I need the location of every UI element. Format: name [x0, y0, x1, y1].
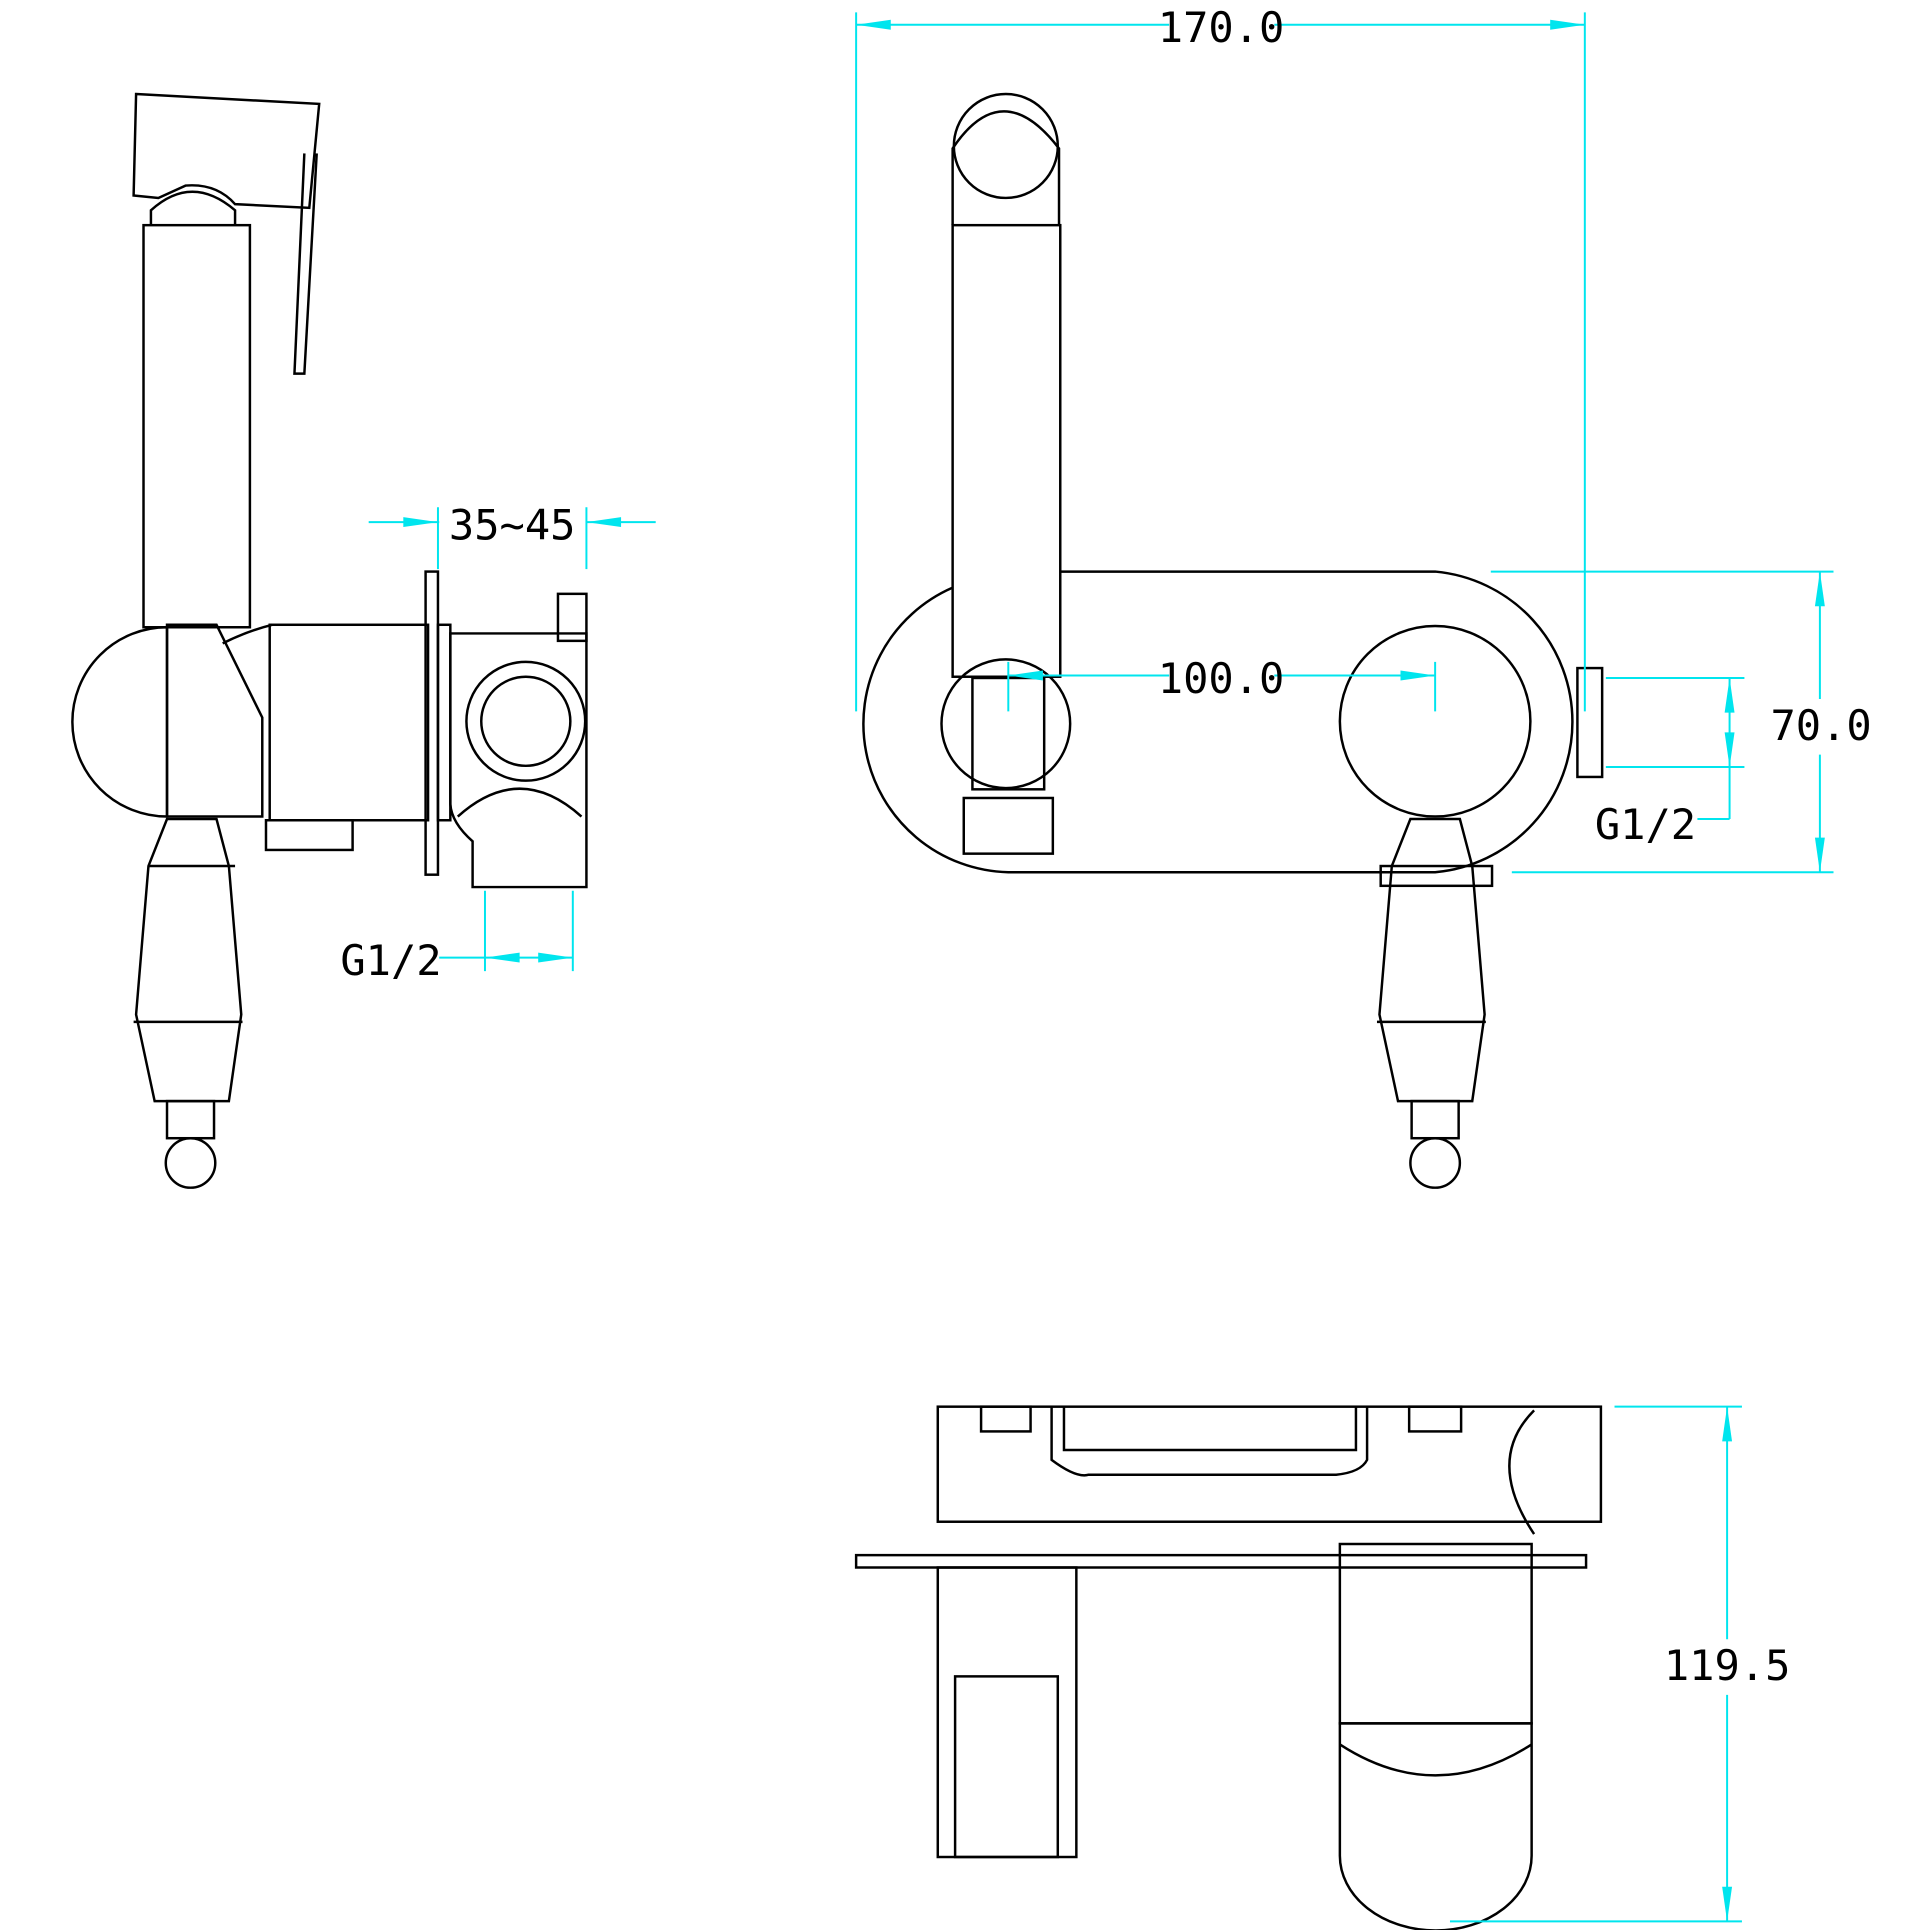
- plate-height-label: 70.0: [1770, 701, 1871, 750]
- side-thread-label: G1/2: [340, 936, 441, 985]
- overall-width-label: 170.0: [1158, 3, 1285, 52]
- side-view: [71, 92, 588, 1189]
- front-thread-label: G1/2: [1595, 800, 1696, 849]
- depth-label: 119.5: [1664, 1641, 1791, 1690]
- top-view: [854, 1405, 1603, 1930]
- center-distance-label: 100.0: [1158, 654, 1285, 703]
- wall-range-label: 35~45: [449, 500, 576, 549]
- dimension-lines: [368, 12, 1834, 1923]
- front-view: [862, 92, 1604, 1189]
